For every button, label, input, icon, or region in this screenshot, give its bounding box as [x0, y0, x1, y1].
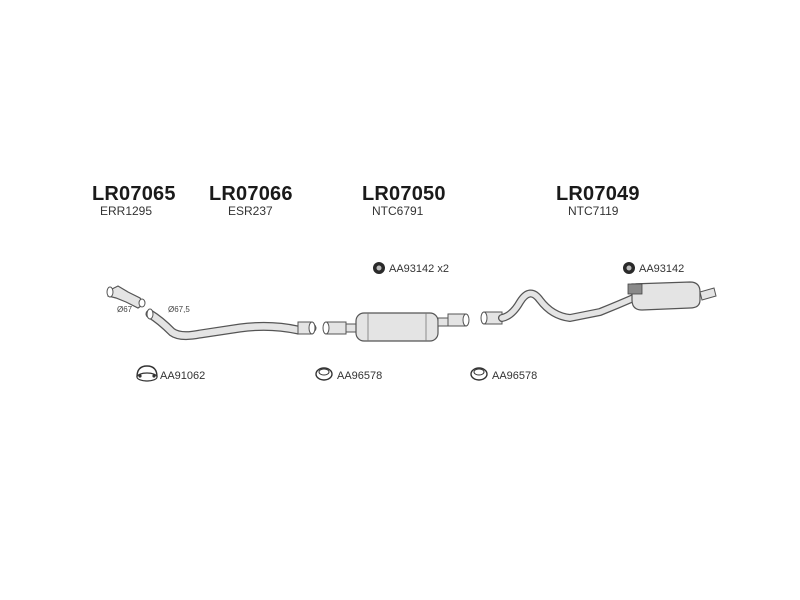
front-pipe-section [106, 285, 146, 309]
part-code-lr07049: LR07049 [556, 183, 640, 205]
part-code-lr07066: LR07066 [209, 183, 293, 205]
clamp-front-icon [373, 262, 385, 274]
clamp-rear-label: AA93142 [639, 263, 685, 275]
ring-1-label: AA96578 [337, 370, 383, 382]
ring-1-icon [315, 367, 333, 381]
part-code-lr07050: LR07050 [362, 183, 446, 205]
part-code-lr07065: LR07065 [92, 183, 176, 205]
oem-code-err1295: ERR1295 [100, 204, 153, 218]
oem-code-esr237: ESR237 [228, 204, 273, 218]
rear-silencer-section [480, 281, 717, 325]
gasket-label: AA91062 [160, 370, 206, 382]
dimension-67-5-label: Ø67,5 [168, 305, 190, 314]
ring-2-icon [470, 367, 488, 381]
gasket-icon [136, 365, 158, 382]
dimension-67-label: Ø67 [117, 305, 133, 314]
clamp-rear-icon [623, 262, 635, 274]
clamp-front-label: AA93142 x2 [389, 263, 449, 275]
ring-2-label: AA96578 [492, 370, 538, 382]
oem-code-ntc7119: NTC7119 [568, 204, 619, 218]
oem-code-ntc6791: NTC6791 [372, 204, 424, 218]
center-silencer-section [322, 312, 470, 342]
intermediate-pipe-section [145, 308, 317, 341]
